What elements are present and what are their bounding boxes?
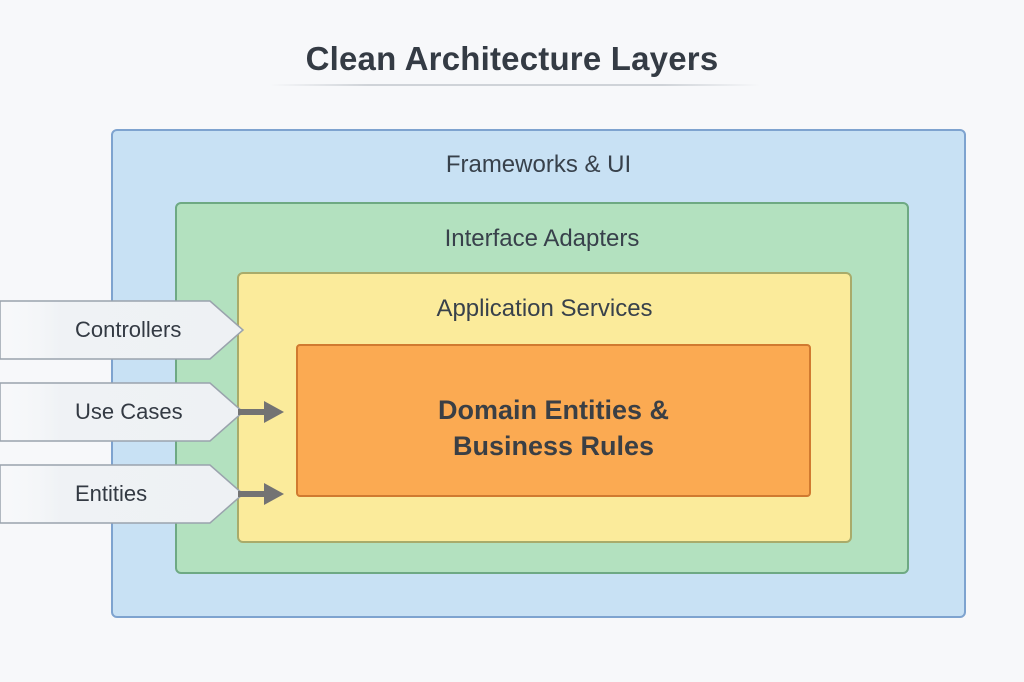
tag-entities: Entities [0,464,245,524]
title-underline [270,84,760,86]
tag-shape [0,382,245,442]
arrow-right-icon [238,401,284,423]
tag-label: Controllers [75,317,182,342]
arrow-right-icon [238,483,284,505]
tag-use-cases: Use Cases [0,382,245,442]
core-label: Domain Entities & Business Rules [298,392,809,464]
core-label-line1: Domain Entities & [437,395,670,425]
tag-shape [0,464,245,524]
layer-domain-core: Domain Entities & Business Rules [296,344,811,497]
tag-shape [0,300,245,360]
core-label-line2: Business Rules [452,431,655,461]
layer-label: Frameworks & UI [445,151,632,178]
diagram-title: Clean Architecture Layers [305,40,719,77]
tag-controllers: Controllers [0,300,245,360]
layer-label: Interface Adapters [444,225,640,252]
tag-label: Use Cases [75,399,183,424]
layer-label: Application Services [436,295,653,322]
tag-label: Entities [75,481,148,506]
